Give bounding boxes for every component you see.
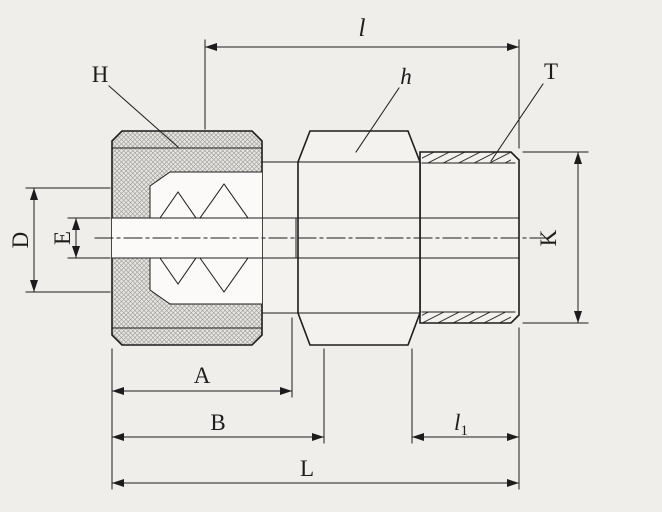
dim-label-L: L <box>300 456 314 481</box>
thread-section <box>419 151 520 324</box>
dim-E: E <box>50 217 111 259</box>
thread-hatch-top <box>422 152 511 163</box>
callout-H: H <box>92 62 179 148</box>
callout-T: T <box>490 59 558 162</box>
front-ferrule-top <box>199 183 249 219</box>
front-ferrule-bottom <box>199 257 249 293</box>
dim-l: l <box>204 15 520 149</box>
dim-label-l: l <box>359 15 366 42</box>
thread-hatch-bottom <box>422 312 511 323</box>
dim-l1: l1 <box>411 327 520 490</box>
leader-H <box>108 85 179 148</box>
dim-label-l1: l1 <box>454 410 468 439</box>
dim-B: B <box>112 348 325 444</box>
cavity-outline-top <box>149 171 263 219</box>
dim-A-extensions <box>111 317 293 490</box>
back-ferrule-bottom <box>159 257 197 285</box>
leader-h <box>355 87 400 153</box>
dim-label-A: A <box>194 363 211 388</box>
dim-L: L <box>112 456 519 487</box>
callout-h: h <box>355 64 412 153</box>
cavity-outline-bottom <box>149 257 263 305</box>
nut-hex-lines <box>111 147 263 329</box>
dim-label-T: T <box>544 59 558 84</box>
back-ferrule-top <box>159 191 197 219</box>
leader-T <box>490 83 544 162</box>
dim-D-extensions <box>25 187 111 293</box>
dim-A: A <box>111 317 293 490</box>
dim-D: D <box>8 187 111 293</box>
dim-label-H: H <box>92 62 109 87</box>
dim-label-D: D <box>8 232 33 249</box>
neck-outline <box>261 161 299 314</box>
dim-label-h: h <box>400 64 412 89</box>
dim-l-extensions <box>204 39 520 149</box>
internal-ferrules <box>111 183 520 293</box>
dim-l1-extensions <box>411 327 520 490</box>
dim-label-B: B <box>210 410 225 435</box>
hex-flat-lines <box>297 161 421 314</box>
dim-K: K <box>522 151 589 324</box>
dim-label-E: E <box>50 231 75 245</box>
fitting <box>94 130 549 346</box>
dim-label-K: K <box>536 229 561 246</box>
thread-root-lines <box>421 162 516 313</box>
dimensions: l H h T D E <box>8 15 589 490</box>
